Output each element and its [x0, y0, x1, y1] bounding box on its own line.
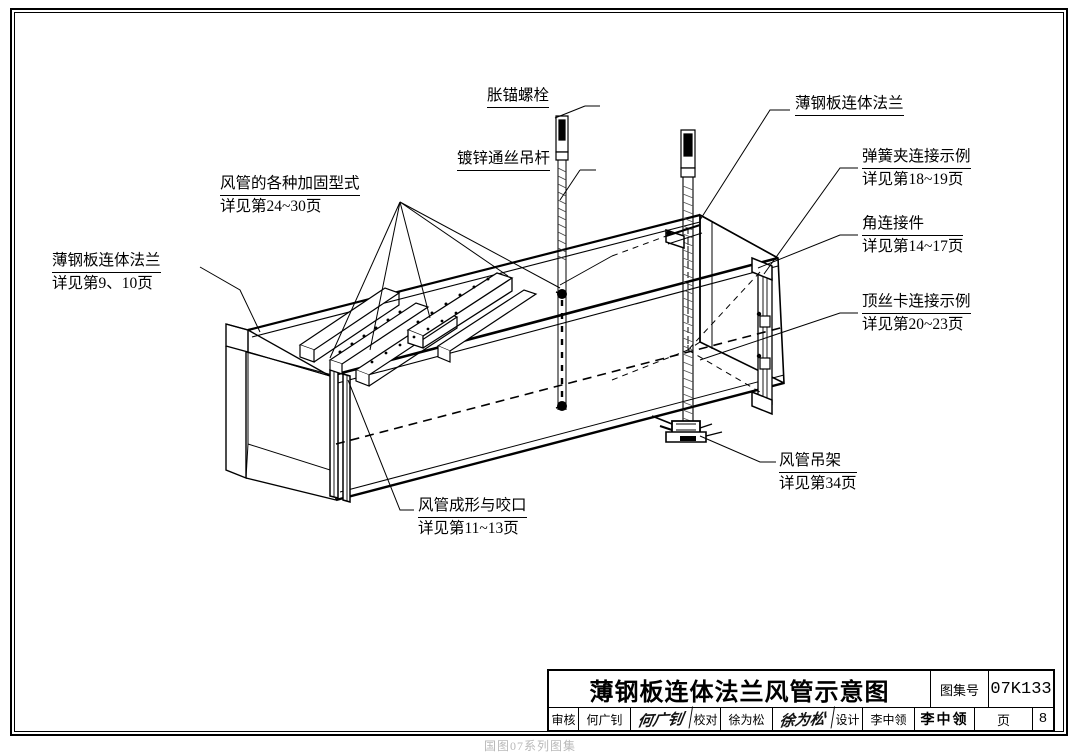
sheet-border-outer [10, 8, 1068, 736]
annotation-threaded-hanger-rod: 镀锌通丝吊杆 [457, 148, 551, 172]
check-signature: 徐为松 [770, 706, 836, 732]
design-name: 李中领 [863, 708, 915, 730]
annotation-line1: 薄钢板连体法兰 [795, 93, 904, 117]
annotation-line2: 详见第9、10页 [52, 275, 153, 293]
annotation-line1: 胀锚螺栓 [487, 85, 550, 109]
check-name: 徐为松 [721, 708, 773, 730]
annotation-line1: 镀锌通丝吊杆 [457, 148, 551, 172]
review-label: 审核 [549, 708, 579, 730]
annotation-integral-flange-left: 薄钢板连体法兰 详见第9、10页 [52, 250, 161, 294]
annotation-line1: 弹簧夹连接示例 [862, 146, 971, 170]
annotation-line2: 详见第18~19页 [862, 171, 964, 189]
atlas-number-value: 07K133 [990, 679, 1052, 699]
review-signature: 何广钊 [628, 706, 694, 732]
annotation-line2: 详见第24~30页 [220, 198, 322, 216]
annotation-line2: 详见第11~13页 [418, 520, 519, 538]
annotation-anchor-bolt: 胀锚螺栓 [487, 85, 550, 109]
annotation-integral-flange-right: 薄钢板连体法兰 [795, 93, 904, 117]
sheet-border-inner [14, 12, 1064, 732]
annotation-line1: 薄钢板连体法兰 [52, 250, 161, 274]
annotation-duct-reinforcement: 风管的各种加固型式 详见第24~30页 [220, 173, 360, 217]
annotation-line1: 风管吊架 [779, 450, 857, 474]
check-label: 校对 [691, 708, 721, 730]
title-block: 薄钢板连体法兰风管示意图 图集号 07K133 审核 何广钊 何广钊 校对 徐为… [547, 669, 1055, 732]
review-name: 何广钊 [579, 708, 631, 730]
design-signature: 李中领 [915, 708, 975, 730]
title-block-top-row: 薄钢板连体法兰风管示意图 图集号 07K133 [549, 671, 1053, 707]
annotation-line2: 详见第34页 [779, 475, 857, 493]
annotation-duct-forming-seam: 风管成形与咬口 详见第11~13页 [418, 495, 527, 539]
page-watermark: 国图07系列图集 [484, 739, 577, 753]
annotation-spring-clip-joint: 弹簧夹连接示例 详见第18~19页 [862, 146, 971, 190]
annotation-line1: 风管的各种加固型式 [220, 173, 360, 197]
atlas-number-label: 图集号 [931, 671, 989, 707]
design-label: 设计 [833, 708, 863, 730]
page-value: 8 [1038, 711, 1048, 727]
annotation-set-screw-clamp: 顶丝卡连接示例 详见第20~23页 [862, 291, 971, 335]
annotation-line2: 详见第14~17页 [862, 238, 964, 256]
annotation-line1: 角连接件 [862, 213, 964, 237]
annotation-line1: 顶丝卡连接示例 [862, 291, 971, 315]
annotation-line2: 详见第20~23页 [862, 316, 964, 334]
annotation-duct-hanger: 风管吊架 详见第34页 [779, 450, 857, 494]
annotation-corner-connector: 角连接件 详见第14~17页 [862, 213, 964, 257]
title-block-bottom-row: 审核 何广钊 何广钊 校对 徐为松 徐为松 设计 李中领 李中领 页 8 [549, 706, 1053, 732]
page-label: 页 [975, 708, 1033, 730]
drawing-title: 薄钢板连体法兰风管示意图 [549, 671, 931, 707]
annotation-line1: 风管成形与咬口 [418, 495, 527, 519]
